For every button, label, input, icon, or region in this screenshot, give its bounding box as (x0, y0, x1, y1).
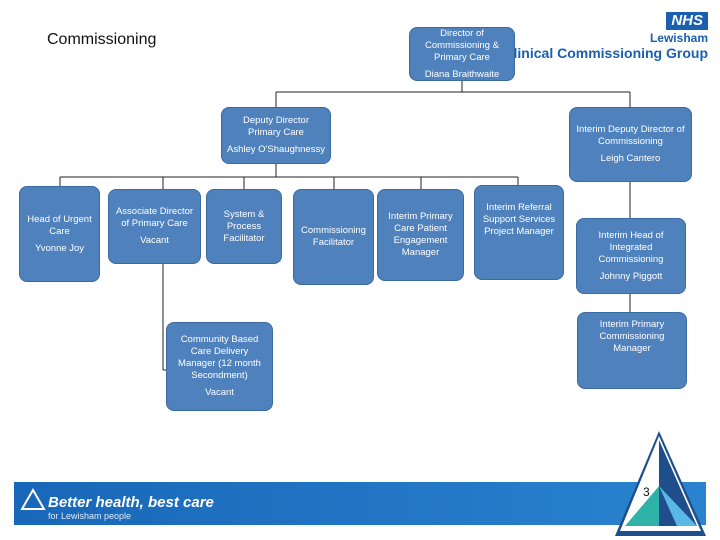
triangle-logo-icon (20, 488, 46, 510)
logo-line-lewisham: Lewisham (649, 31, 708, 45)
director-role: Director of Commissioning & Primary Care (425, 27, 499, 63)
page-number: 3 (643, 485, 650, 499)
box-commissioning-facilitator: Commissioning Facilitator (293, 189, 374, 285)
deputy-commissioning-name: Leigh Cantero (600, 153, 661, 164)
box-director: Director of Commissioning & Primary Care… (409, 27, 515, 81)
box-associate-director: Associate Director of Primary Care Vacan… (108, 189, 201, 264)
integrated-name: Johnny Piggott (599, 270, 663, 282)
box-deputy-commissioning: Interim Deputy Director of Commissioning… (569, 107, 692, 182)
deputy-commissioning-role: Interim Deputy Director of Commissioning (576, 124, 685, 147)
patient-engagement-role: Interim Primary Care Patient Engagement … (388, 211, 453, 258)
page-title: Commissioning (47, 31, 157, 48)
footer-subline: for Lewisham people (48, 511, 132, 521)
deputy-primary-role: Deputy Director Primary Care (243, 115, 309, 138)
box-community-care: Community Based Care Delivery Manager (1… (166, 322, 273, 411)
box-head-urgent-care: Head of Urgent Care Yvonne Joy (19, 186, 100, 282)
box-deputy-primary-care: Deputy Director Primary Care Ashley O'Sh… (221, 107, 331, 164)
footer-band (14, 482, 706, 525)
commissioning-facilitator-role: Commissioning Facilitator (301, 225, 366, 248)
footer-tagline: Better health, best care (48, 494, 214, 511)
triangle-graphic-icon (615, 431, 706, 536)
box-referral-support: Interim Referral Support Services Projec… (474, 185, 564, 280)
director-name: Diana Braithwaite (424, 68, 500, 80)
associate-director-role: Associate Director of Primary Care (115, 206, 194, 229)
deputy-primary-name: Ashley O'Shaughnessy (227, 144, 325, 155)
box-primary-commissioning-manager: Interim Primary Commissioning Manager (577, 312, 687, 389)
box-system-process: System & Process Facilitator (206, 189, 282, 264)
box-integrated-commissioning: Interim Head of Integrated Commissioning… (576, 218, 686, 294)
integrated-role: Interim Head of Integrated Commissioning (598, 229, 664, 265)
primary-manager-role: Interim Primary Commissioning Manager (599, 319, 665, 354)
community-care-name: Vacant (205, 387, 234, 398)
community-care-role: Community Based Care Delivery Manager (1… (178, 334, 261, 381)
nhs-badge: NHS (666, 12, 708, 30)
urgent-care-role: Head of Urgent Care (27, 213, 92, 237)
referral-support-role: Interim Referral Support Services Projec… (482, 202, 556, 237)
associate-director-name: Vacant (140, 235, 169, 246)
logo-line-ccg: Clinical Commissioning Group (503, 45, 708, 61)
nhs-logo: NHS Lewisham Clinical Commissioning Grou… (503, 12, 708, 61)
system-process-role: System & Process Facilitator (223, 208, 265, 244)
urgent-care-name: Yvonne Joy (34, 242, 85, 254)
box-patient-engagement: Interim Primary Care Patient Engagement … (377, 189, 464, 281)
